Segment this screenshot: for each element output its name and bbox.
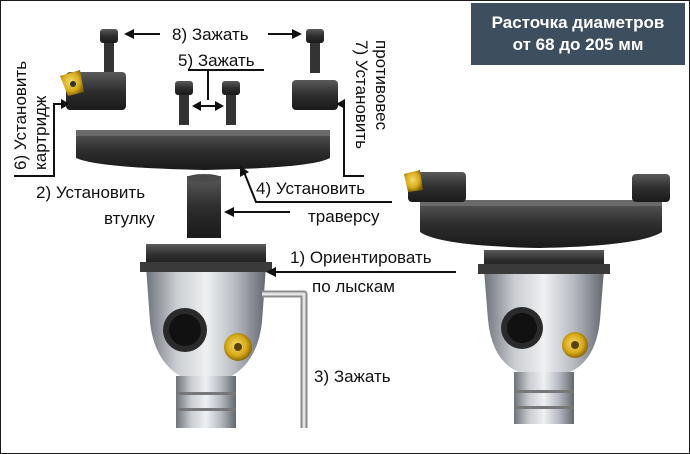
label-step-8: 8) Зажать [172, 25, 249, 44]
assembled-tool-right [404, 170, 670, 424]
label-step-6-line1: 6) Установить [11, 61, 30, 170]
label-step-4-line1: 4) Установить [256, 179, 365, 198]
title-line-2: от 68 до 205 мм [512, 35, 644, 54]
label-step-7-line2: противовес [372, 40, 391, 131]
bolt-center-right [222, 81, 240, 125]
tool-body-left [140, 244, 272, 428]
callout-lines [14, 29, 456, 277]
hex-key [262, 290, 308, 428]
sleeve [187, 174, 221, 238]
label-step-1-line2: по лыскам [312, 277, 395, 296]
label-step-5: 5) Зажать [178, 51, 255, 70]
bolt-left-top [100, 29, 118, 73]
title-line-1: Расточка диаметров [491, 13, 665, 32]
label-step-2-line1: 2) Установить [36, 183, 145, 202]
label-step-6-line2: картридж [31, 95, 50, 170]
traverse-bar [76, 130, 330, 170]
label-step-7-line1: 7) Установить [352, 40, 371, 149]
label-step-3: 3) Зажать [314, 367, 391, 386]
bolt-right-top [306, 29, 324, 73]
label-step-1-line1: 1) Ориентировать [290, 248, 432, 267]
label-step-4-line2: траверсу [308, 207, 380, 226]
cartridge [60, 70, 126, 110]
label-step-2-line2: втулку [104, 209, 155, 228]
title-box: Расточка диаметров от 68 до 205 мм [471, 3, 685, 65]
counterweight [292, 80, 338, 110]
bolt-center-left [175, 81, 193, 125]
